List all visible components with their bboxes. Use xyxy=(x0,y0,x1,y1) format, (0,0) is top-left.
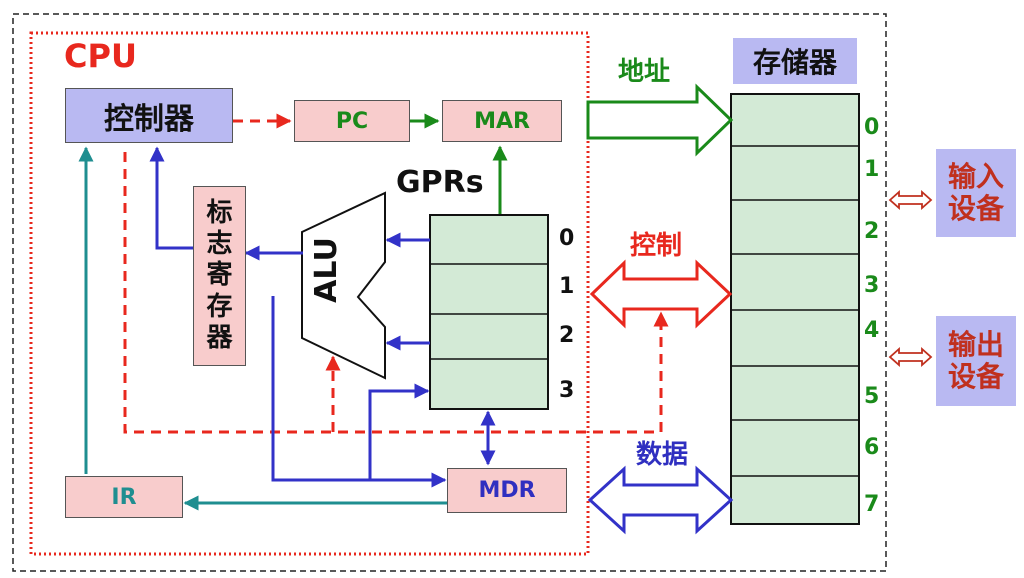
memory-index-5: 5 xyxy=(864,384,880,409)
gpr-index-0: 0 xyxy=(559,226,575,251)
memory-title-box: 存储器 xyxy=(733,38,857,84)
memory-title: 存储器 xyxy=(752,46,837,79)
cpu-title: CPU xyxy=(64,37,137,75)
ir-label: IR xyxy=(111,484,137,510)
flags-char-1: 标 xyxy=(206,198,233,229)
data-bus-label: 数据 xyxy=(636,440,689,470)
mar-label: MAR xyxy=(474,108,530,134)
flags-char-2: 志 xyxy=(206,229,233,260)
memory-index-3: 3 xyxy=(864,273,880,298)
memory-index-7: 7 xyxy=(864,492,880,517)
address-bus-arrow xyxy=(586,83,734,157)
pc-label: PC xyxy=(335,108,369,134)
address-bus-label: 地址 xyxy=(618,57,671,87)
flags-char-4: 存 xyxy=(206,291,233,322)
memory-index-0: 0 xyxy=(864,115,880,140)
ir-register: IR xyxy=(65,476,183,518)
data-bus-arrow xyxy=(587,465,734,535)
mdr-register: MDR xyxy=(447,468,567,513)
alu-shape xyxy=(301,191,386,380)
flags-char-5: 器 xyxy=(206,322,233,353)
output-device-line-1: 输出 xyxy=(947,327,1004,361)
gpr-register-file xyxy=(429,214,549,410)
controller-label: 控制器 xyxy=(104,101,194,137)
flags-register: 标 志 寄 存 器 xyxy=(193,186,246,366)
flags-char-3: 寄 xyxy=(206,260,233,291)
memory-index-1: 1 xyxy=(864,157,880,182)
memory-block xyxy=(730,93,860,525)
alu-label: ALU xyxy=(309,237,344,303)
control-bus-arrow xyxy=(589,259,733,329)
controller-box: 控制器 xyxy=(65,88,233,143)
memory-index-2: 2 xyxy=(864,219,880,244)
computer-boundary xyxy=(12,13,887,572)
control-signal-bus xyxy=(123,152,669,434)
mdr-to-gpr3-path xyxy=(368,383,430,480)
memory-index-6: 6 xyxy=(864,435,880,460)
input-device-line-1: 输入 xyxy=(947,159,1004,193)
alu-to-mdr-path xyxy=(271,296,447,488)
input-device-line-2: 设备 xyxy=(947,192,1004,225)
memory-index-4: 4 xyxy=(864,318,880,343)
input-device-arrow xyxy=(888,189,933,211)
output-device-box: 输出 设备 xyxy=(936,316,1016,406)
pc-register: PC xyxy=(294,100,410,142)
gprs-title: GPRs xyxy=(396,165,484,200)
cpu-boundary xyxy=(29,31,590,556)
mar-register: MAR xyxy=(442,100,562,142)
gpr-index-3: 3 xyxy=(559,378,575,403)
control-bus-label: 控制 xyxy=(630,231,683,261)
input-device-box: 输入 设备 xyxy=(936,149,1016,237)
gpr-index-2: 2 xyxy=(559,323,575,348)
gpr-index-1: 1 xyxy=(559,274,575,299)
output-device-line-2: 设备 xyxy=(947,360,1004,393)
mdr-label: MDR xyxy=(478,478,536,503)
output-device-arrow xyxy=(888,346,933,368)
flags-to-controller-arrow xyxy=(149,146,193,250)
